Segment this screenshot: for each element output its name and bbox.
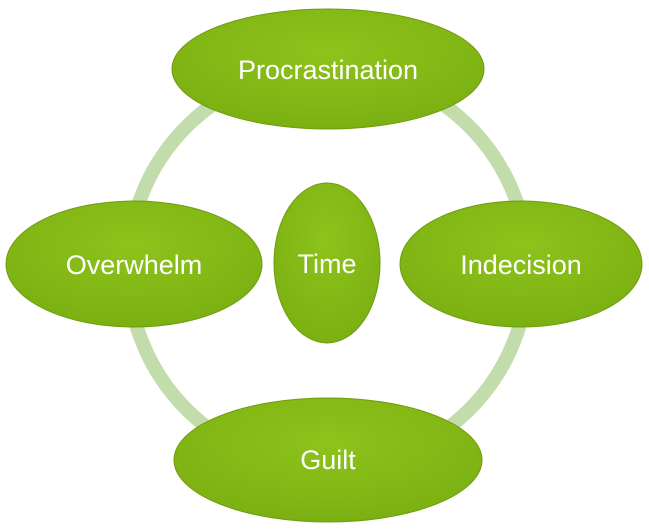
node-overwhelm-label: Overwhelm [66, 250, 203, 280]
node-time-label: Time [298, 249, 357, 279]
node-guilt: Guilt [173, 397, 483, 523]
node-guilt-shape [173, 397, 483, 523]
node-overwhelm: Overwhelm [5, 200, 263, 328]
node-indecision-label: Indecision [460, 250, 582, 280]
node-time-shape [273, 182, 381, 344]
node-overwhelm-shape [5, 200, 263, 328]
node-indecision-shape [399, 200, 643, 328]
node-procrastination-shape [171, 8, 485, 130]
node-time: Time [273, 182, 381, 344]
node-guilt-label: Guilt [300, 445, 356, 475]
node-indecision: Indecision [399, 200, 643, 328]
node-procrastination: Procrastination [171, 8, 485, 130]
node-procrastination-label: Procrastination [238, 55, 418, 85]
